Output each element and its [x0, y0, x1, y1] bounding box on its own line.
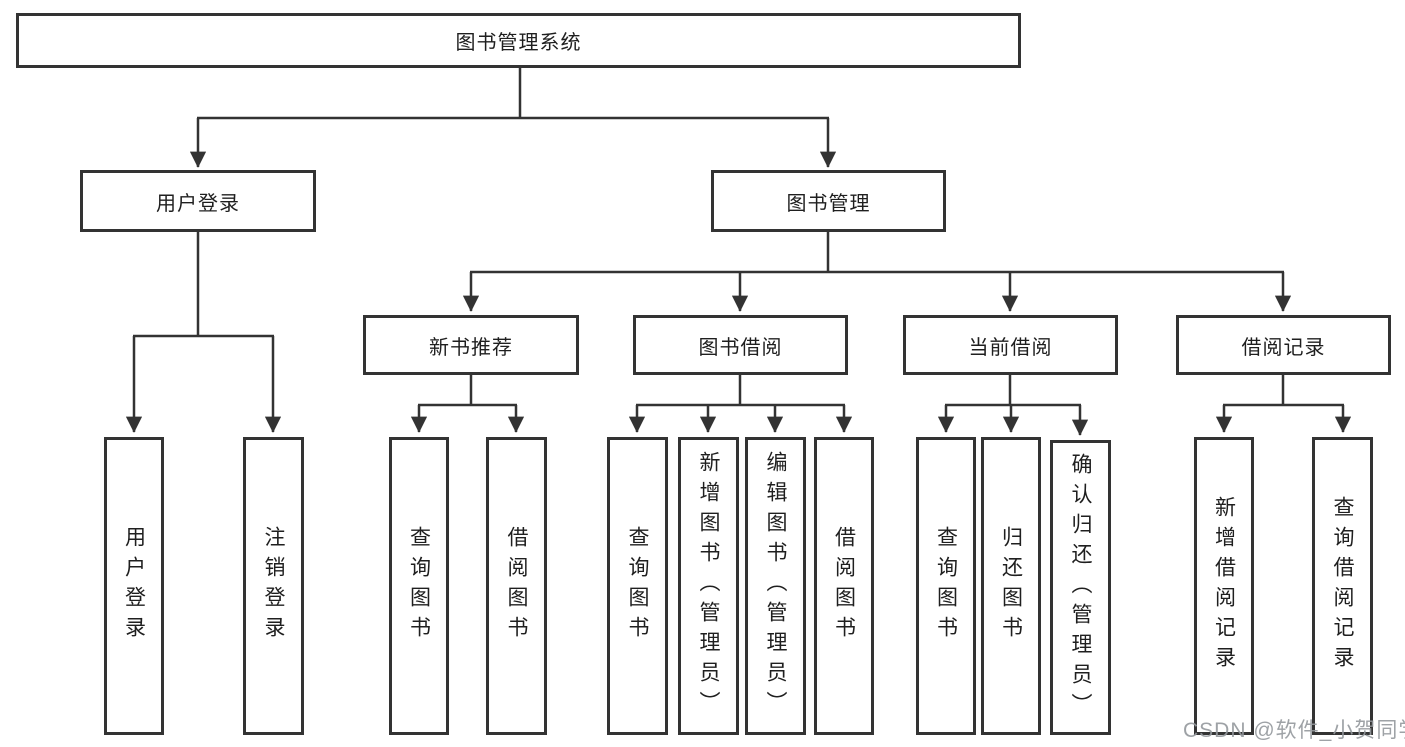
node-label: 当前借阅 — [968, 336, 1053, 359]
node-label: 借阅记录 — [1241, 336, 1326, 359]
node-book-borrowing: 图书借阅 — [633, 315, 848, 375]
node-label: 新增借阅记录 — [1212, 496, 1236, 676]
node-leaf-borrow-books: 借阅图书 — [814, 437, 874, 735]
csdn-watermark: CSDN @软件_小贺同学 — [1183, 719, 1405, 742]
node-label: 查询借阅记录 — [1331, 496, 1354, 676]
node-label: 用户登录 — [122, 526, 146, 646]
node-label: 查询图书 — [407, 526, 431, 646]
node-leaf-edit-books-admin: 编辑图书（管理员） — [745, 437, 806, 735]
node-leaf-user-login: 用户登录 — [104, 437, 164, 735]
node-leaf-return-books: 归还图书 — [981, 437, 1041, 735]
node-borrowing-records: 借阅记录 — [1176, 315, 1391, 375]
node-label: 编辑图书（管理员） — [764, 451, 787, 721]
node-label: 借阅图书 — [505, 526, 528, 646]
node-leaf-query-books: 查询图书 — [916, 437, 976, 735]
node-current-borrowing: 当前借阅 — [903, 315, 1118, 375]
node-label: 查询图书 — [626, 526, 649, 646]
node-label: 借阅图书 — [832, 526, 856, 646]
node-leaf-add-books-admin: 新增图书（管理员） — [678, 437, 739, 735]
node-root-library-system: 图书管理系统 — [16, 13, 1021, 68]
node-label: 新书推荐 — [429, 336, 513, 359]
node-label: 图书管理系统 — [455, 32, 582, 54]
node-leaf-borrow-books: 借阅图书 — [486, 437, 547, 735]
node-leaf-logout: 注销登录 — [243, 437, 304, 735]
node-leaf-query-borrow-record: 查询借阅记录 — [1312, 437, 1373, 735]
node-leaf-query-books: 查询图书 — [607, 437, 668, 735]
node-leaf-query-books: 查询图书 — [389, 437, 449, 735]
node-leaf-add-borrow-record: 新增借阅记录 — [1194, 437, 1254, 735]
node-label: 用户登录 — [156, 192, 240, 215]
node-label: 新增图书（管理员） — [697, 451, 720, 721]
node-label: 图书借阅 — [698, 336, 783, 359]
node-label: 注销登录 — [262, 526, 285, 646]
node-book-management: 图书管理 — [711, 170, 946, 232]
node-new-book-recommend: 新书推荐 — [363, 315, 579, 375]
node-label: 确认归还（管理员） — [1069, 452, 1092, 723]
node-label: 图书管理 — [786, 192, 871, 215]
node-label: 查询图书 — [934, 526, 958, 646]
node-label: 归还图书 — [999, 526, 1023, 646]
node-leaf-confirm-return-admin: 确认归还（管理员） — [1050, 440, 1111, 735]
node-user-login: 用户登录 — [80, 170, 316, 232]
